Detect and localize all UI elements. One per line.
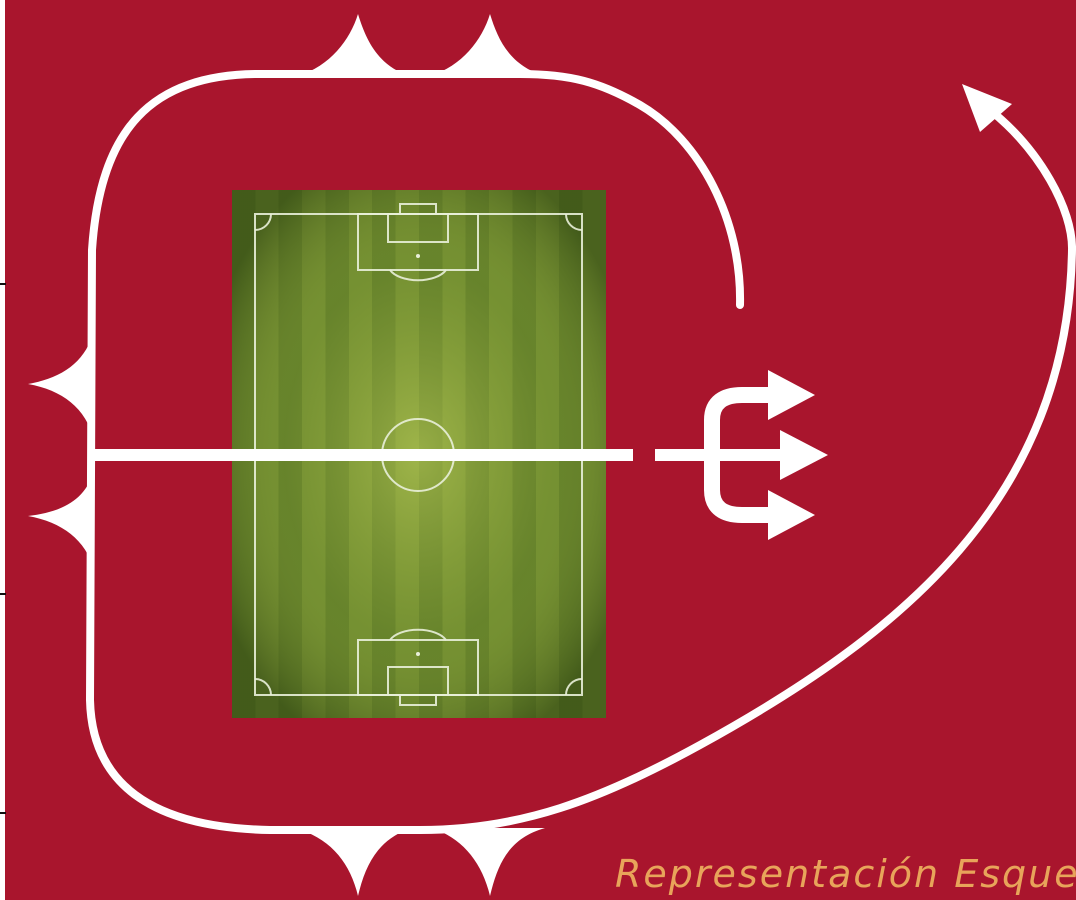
thrust-line xyxy=(88,449,633,461)
spike-group-left xyxy=(28,330,94,570)
edge-tick xyxy=(0,812,6,814)
trident-icon xyxy=(655,370,828,540)
edge-tick xyxy=(0,593,6,595)
edge-tick xyxy=(0,283,6,285)
caption-text: Representación Esquem xyxy=(615,852,1076,896)
spike-group-top xyxy=(298,14,545,76)
outer-loop xyxy=(85,70,1076,834)
spike-group-bottom xyxy=(295,828,545,896)
curved-arrow-icon xyxy=(962,84,1012,132)
